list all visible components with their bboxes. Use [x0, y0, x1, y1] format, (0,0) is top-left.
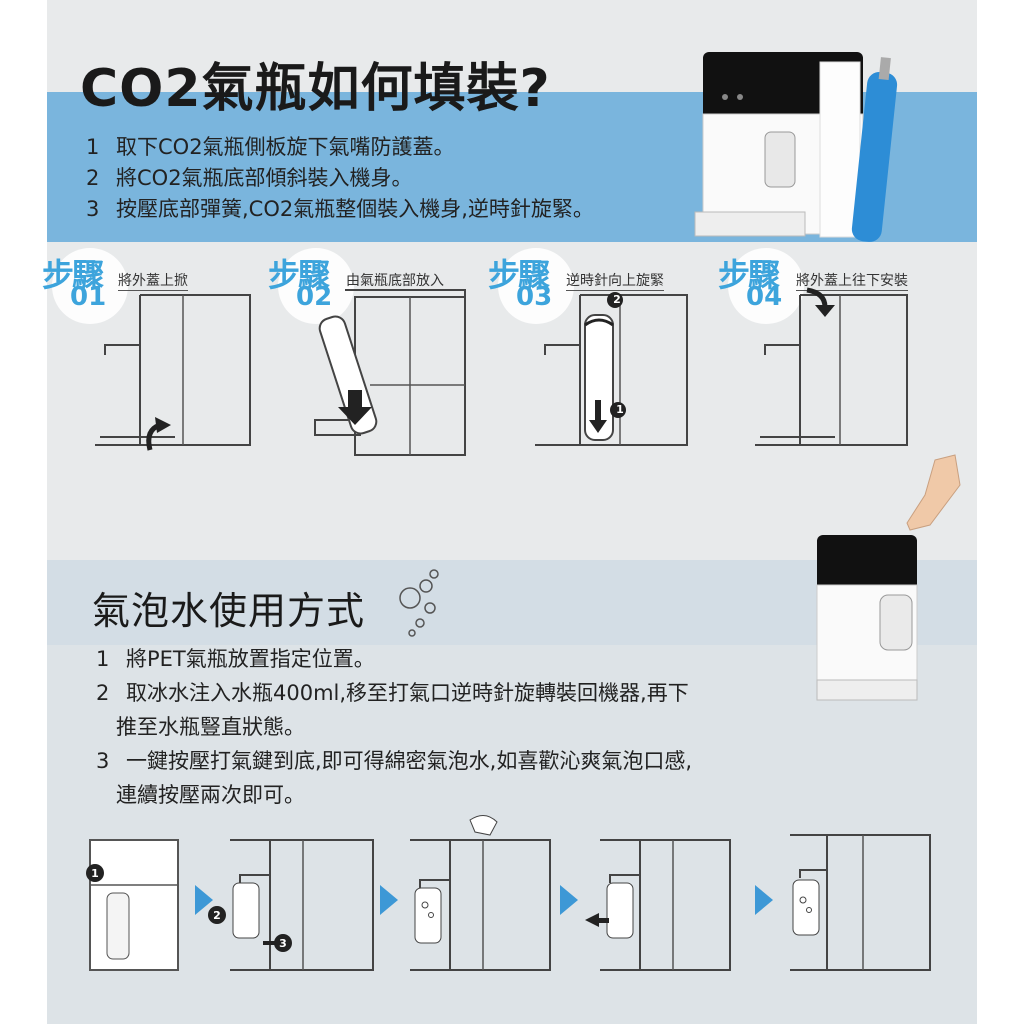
- list-item-continuation: 推至水瓶豎直狀態。: [116, 715, 305, 739]
- step-01-illustration: [95, 294, 251, 451]
- step-04-illustration: [755, 287, 908, 446]
- step-badge-02: 步驟 02: [268, 248, 358, 324]
- marker-2: 2: [613, 293, 621, 306]
- usage-step-3-illustration: [410, 815, 551, 971]
- step-03-illustration: [535, 292, 688, 446]
- step-caption-03: 逆時針向上旋緊: [566, 270, 664, 291]
- usage-step-2-illustration: [208, 839, 374, 971]
- arrow-right-icon: [560, 885, 578, 915]
- section1-title: CO2氣瓶如何填裝?: [80, 59, 551, 119]
- step-02-illustration: [314, 289, 466, 456]
- step-caption-04: 將外蓋上往下安裝: [796, 270, 908, 291]
- list-item-continuation: 連續按壓兩次即可。: [116, 783, 305, 807]
- arrow-right-icon: [755, 885, 773, 915]
- section2-title: 氣泡水使用方式: [92, 589, 366, 633]
- marker-3-bottom: 3: [279, 937, 287, 950]
- marker-1-bottom: 1: [91, 867, 99, 880]
- usage-step-4-illustration: [585, 839, 731, 971]
- arrow-right-icon: [380, 885, 398, 915]
- step-badge-04: 步驟 04: [718, 248, 808, 324]
- step-caption-01: 將外蓋上掀: [118, 270, 188, 291]
- arrow-right-icon: [195, 885, 213, 915]
- step-badge-03: 步驟 03: [488, 248, 578, 324]
- hand-pressing-dispenser-image: [816, 454, 961, 701]
- marker-2-bottom: 2: [213, 909, 221, 922]
- bubbles-icon: [399, 569, 439, 637]
- step-badge-01: 步驟 01: [42, 248, 132, 324]
- water-dispenser-image: [694, 52, 898, 242]
- usage-step-1-illustration: [86, 839, 179, 971]
- usage-step-5-illustration: [790, 834, 931, 971]
- marker-1: 1: [616, 403, 624, 416]
